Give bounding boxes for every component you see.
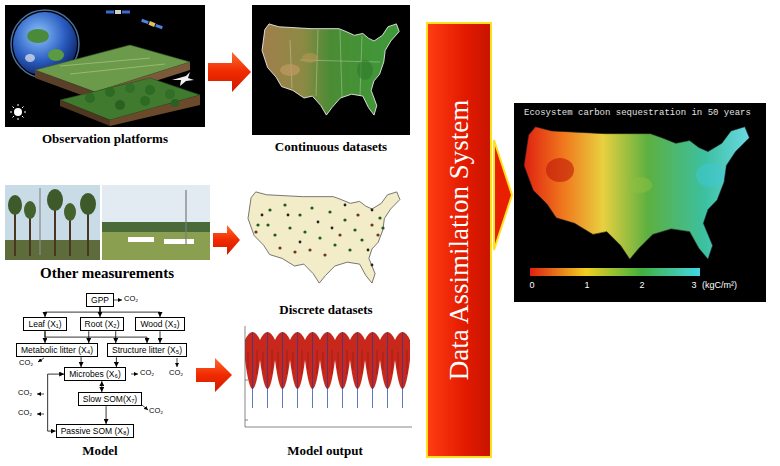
observation-illustration: [5, 5, 205, 127]
field-photos: [5, 185, 210, 260]
flow-connector: [116, 357, 117, 367]
flow-arrows: [196, 52, 251, 392]
flow-connector: [88, 331, 89, 343]
flow-connector: [45, 331, 147, 343]
flux-label: CO₂: [124, 295, 138, 303]
pool-box: Slow SOM(X₇): [78, 392, 142, 406]
pool-box: Root (X₂): [80, 317, 125, 331]
flux-label: CO₂: [18, 409, 32, 417]
scale-tick: 1: [584, 280, 589, 290]
system-bar: Data Assimilation System: [426, 22, 492, 458]
pool-box: Wood (X₃): [135, 317, 184, 331]
carbon-map: [514, 103, 766, 302]
flux-label: CO₂: [18, 389, 32, 397]
output-arrow: [494, 140, 512, 250]
panel-caption: Model: [82, 443, 117, 459]
map-title: Ecosystem carbon sequestration in 50 yea…: [524, 108, 751, 118]
pool-box: Metabolic litter (X₄): [16, 343, 98, 357]
panel-caption: Continuous datasets: [275, 139, 387, 155]
flow-connector: [101, 381, 102, 392]
flow-connector: [100, 307, 160, 317]
panel-caption: Observation platforms: [42, 131, 168, 147]
model-output-plot: [234, 322, 416, 434]
scale-tick: 3: [691, 280, 696, 290]
discrete-map: [248, 192, 400, 283]
flow-connector: [115, 331, 116, 343]
node-text: Wood (X₃): [140, 319, 179, 329]
node-text: Microbes (X₆): [69, 369, 121, 379]
flow-connector: [106, 406, 107, 424]
continuous-map: [252, 5, 410, 135]
node-text: Data Assimilation System: [444, 100, 475, 381]
panel-caption: Model output: [287, 443, 362, 459]
flow-connector: [45, 307, 100, 317]
flow-connector: [81, 357, 82, 367]
scale-tick: 0: [529, 280, 534, 290]
pool-box: GPP: [86, 293, 114, 307]
flux-label: CO₂: [149, 407, 163, 415]
panel-caption: Other measurements: [40, 265, 174, 282]
scale-tick: 2: [639, 280, 644, 290]
node-text: Leaf (X₁): [28, 319, 61, 329]
flux-label: CO₂: [169, 369, 183, 377]
flow-connector: [48, 374, 65, 431]
panel-caption: Discrete datasets: [279, 302, 372, 318]
pool-box: Microbes (X₆): [64, 367, 126, 381]
flux-label: CO₂: [140, 369, 154, 377]
node-text: Metabolic litter (X₄): [21, 345, 93, 355]
pool-box: Passive SOM (X₈): [56, 424, 135, 438]
node-text: Structure litter (X₅): [112, 345, 182, 355]
pool-box: Leaf (X₁): [23, 317, 66, 331]
node-text: Slow SOM(X₇): [83, 394, 137, 404]
scale-unit: (kgC/m²): [702, 280, 737, 290]
node-text: Passive SOM (X₈): [61, 426, 130, 436]
node-text: Root (X₂): [85, 319, 120, 329]
flux-label: CO₂: [19, 359, 33, 367]
node-text: GPP: [91, 295, 109, 305]
flow-connector: [160, 331, 161, 343]
pool-box: Structure litter (X₅): [107, 343, 187, 357]
